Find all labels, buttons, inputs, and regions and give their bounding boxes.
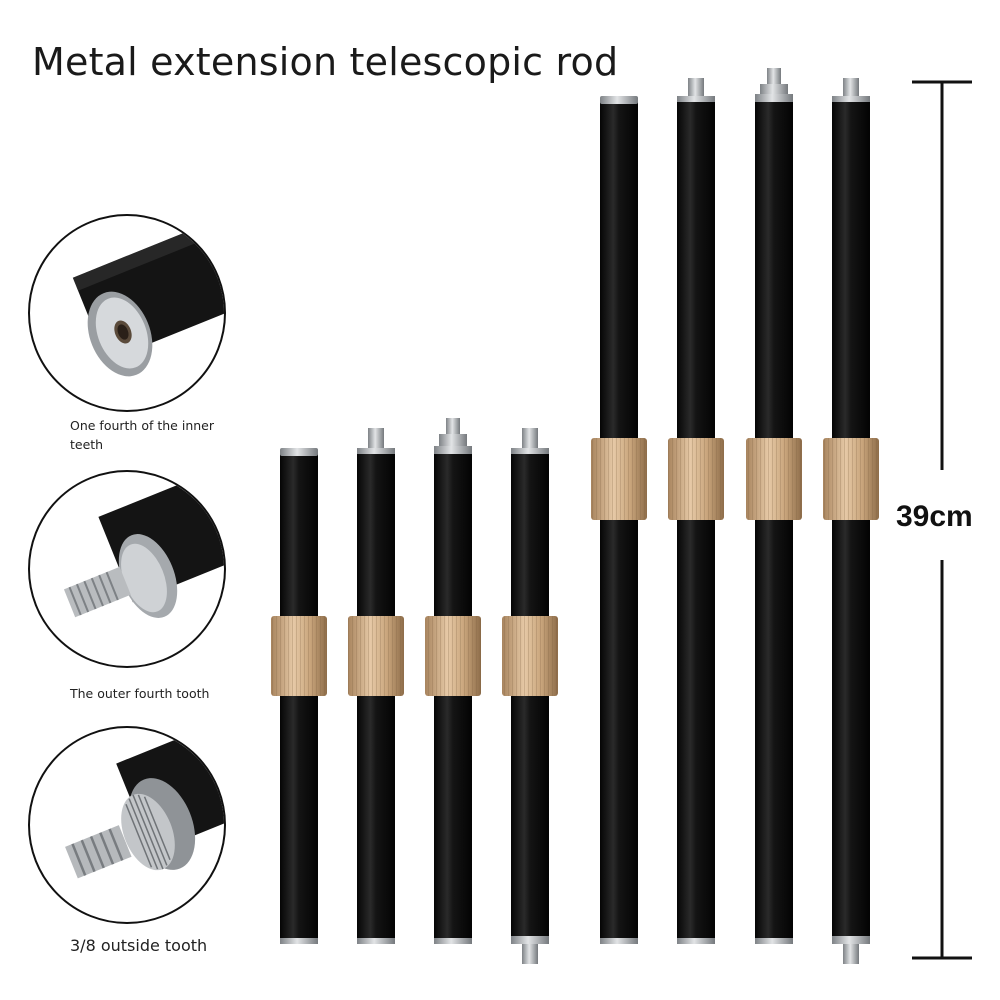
outer-quarter-caption: The outer fourth tooth (70, 686, 210, 701)
short-rod-3 (425, 418, 481, 944)
short-rod-4 (502, 428, 558, 964)
inner-thread-end-icon (28, 214, 226, 412)
long-rod-3 (746, 68, 802, 944)
long-rod-2 (668, 78, 724, 944)
length-dimension-line (912, 80, 972, 960)
long-rod-4 (823, 78, 879, 964)
short-rod-2 (348, 428, 404, 944)
outer-three-eighths-screw-icon (28, 726, 226, 924)
long-rod-1 (591, 96, 647, 944)
length-label: 39cm (896, 500, 973, 533)
inner-thread-caption: One fourth of the inner teeth (70, 418, 214, 452)
outer-quarter-screw-icon (28, 470, 226, 668)
page-title: Metal extension telescopic rod (32, 40, 619, 84)
short-rod-1 (271, 448, 327, 944)
three-eighths-caption: 3/8 outside tooth (70, 936, 208, 955)
